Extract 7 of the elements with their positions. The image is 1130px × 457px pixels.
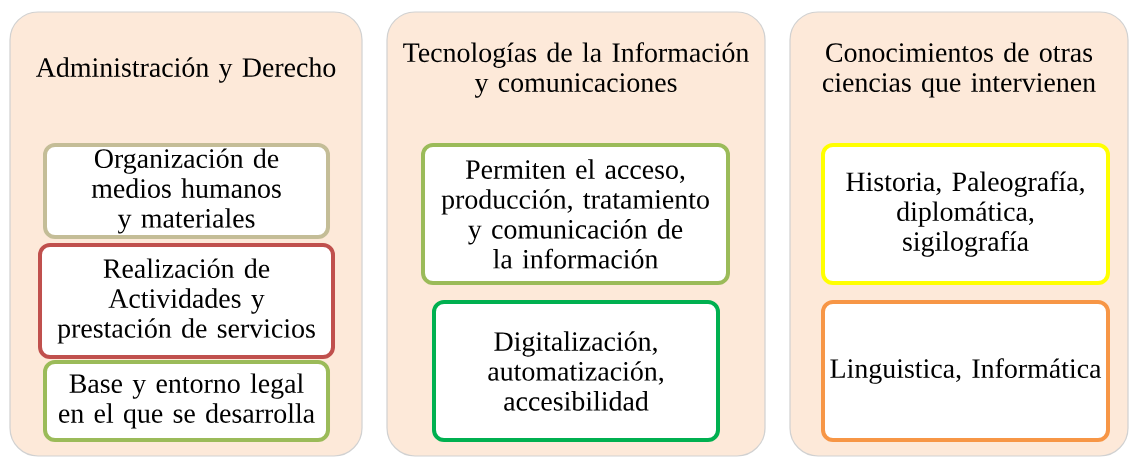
topic-box: Historia, Paleografía, diplomática, sigilografía — [821, 143, 1110, 285]
topic-box: Organización de medios humanos y materiales — [43, 143, 330, 239]
topic-box: Permiten el acceso, producción, tratamiento y comunicación de la información — [421, 143, 730, 285]
topic-box: Base y entorno legal en el que se desarrolla — [43, 360, 330, 442]
topic-box: Digitalización, automatización, accesibilidad — [432, 300, 720, 442]
topic-box: Realización de Actividades y prestación de servicios — [38, 243, 335, 359]
topic-box: Linguistica, Informática — [821, 300, 1110, 442]
